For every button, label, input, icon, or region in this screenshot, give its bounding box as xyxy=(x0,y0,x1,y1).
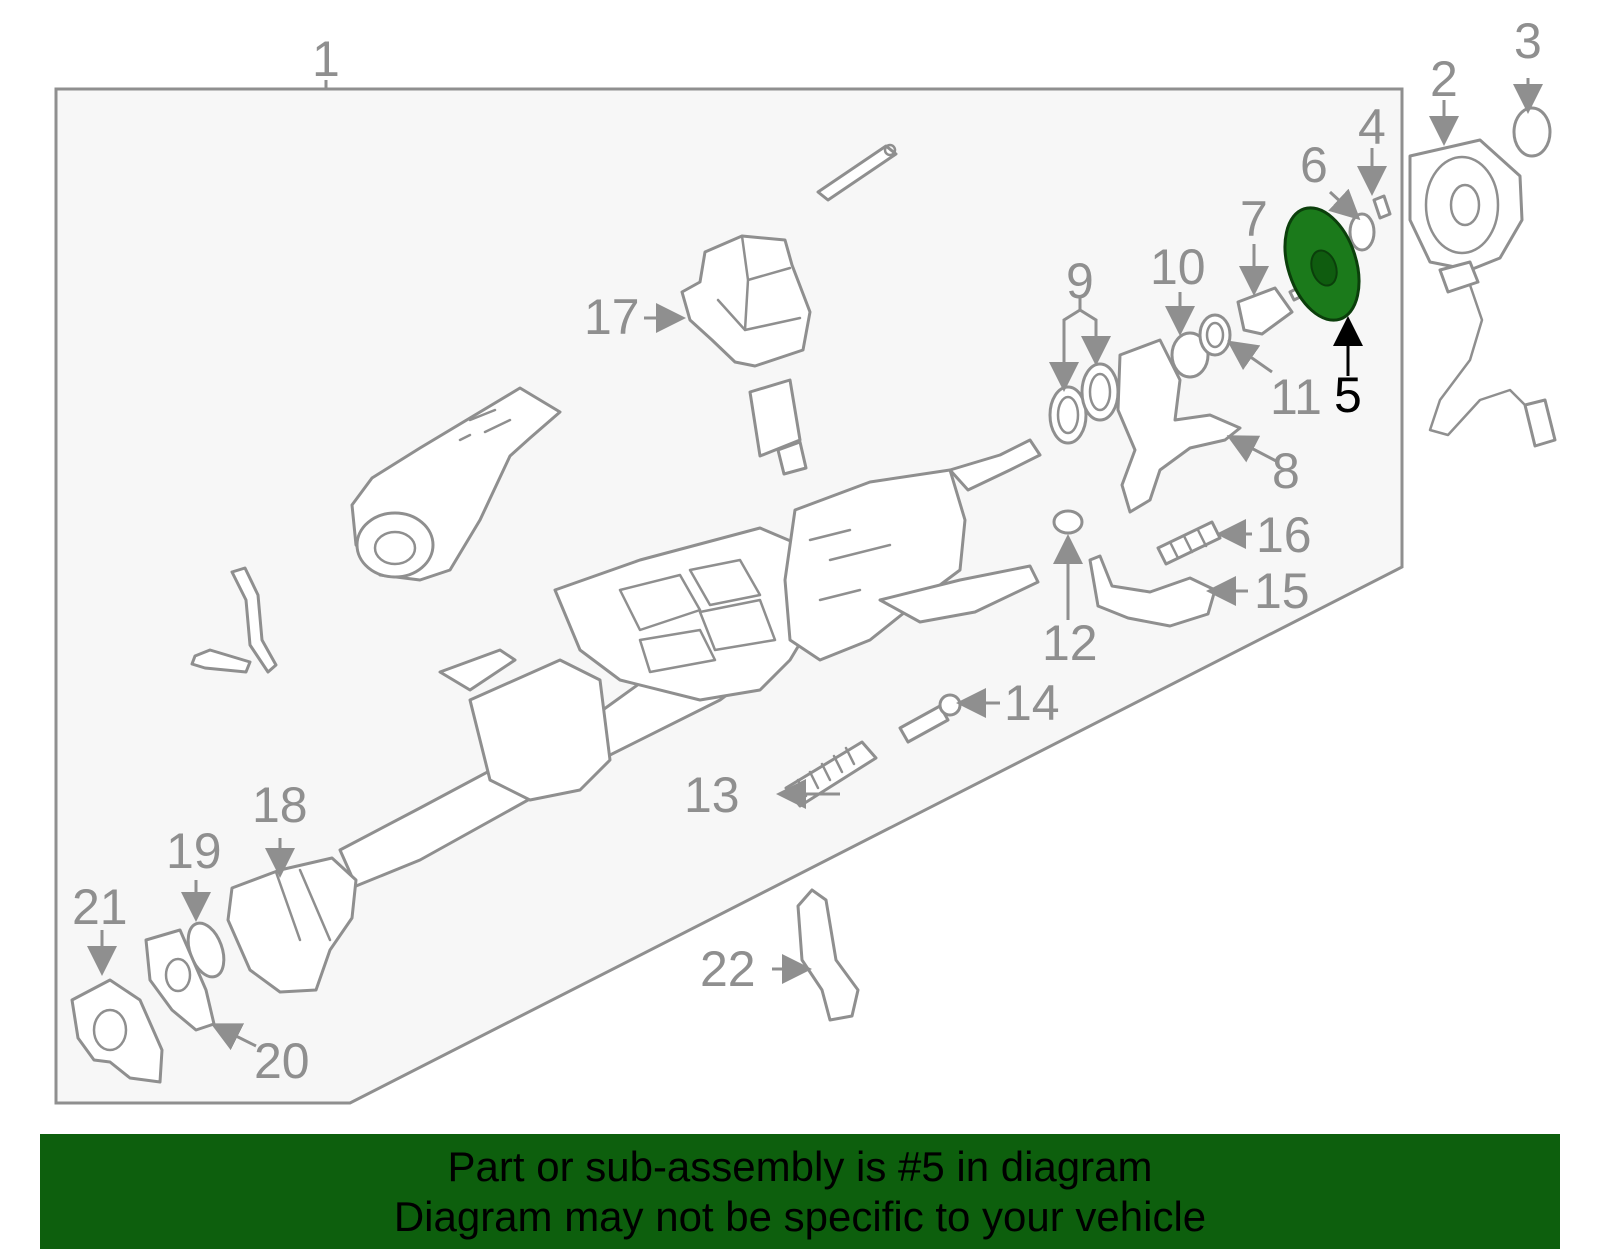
part-17-lock-housing[interactable] xyxy=(680,234,812,368)
part-14-bolt[interactable] xyxy=(898,693,962,744)
callout-6: 6 xyxy=(1300,137,1328,193)
part-2-clockspring[interactable] xyxy=(1408,138,1557,448)
callout-17: 17 xyxy=(584,289,640,345)
part-21-plate[interactable] xyxy=(70,978,164,1084)
callout-12: 12 xyxy=(1042,615,1098,671)
callout-15: 15 xyxy=(1254,563,1310,619)
part-3-ring[interactable] xyxy=(1512,106,1552,158)
part-9-seals[interactable] xyxy=(1048,362,1120,445)
banner-line-1: Part or sub-assembly is #5 in diagram xyxy=(447,1143,1153,1190)
part-1-column-body[interactable] xyxy=(338,438,1042,888)
part-pin-top[interactable] xyxy=(816,143,898,202)
part-22-clip[interactable] xyxy=(796,888,860,1022)
part-5-highlighted[interactable] xyxy=(1272,198,1373,329)
part-6-ring[interactable] xyxy=(1348,212,1376,252)
callout-16: 16 xyxy=(1256,507,1312,563)
callout-8: 8 xyxy=(1272,443,1300,499)
callout-1: 1 xyxy=(312,31,340,87)
callout-10: 10 xyxy=(1150,239,1206,295)
leader-lines xyxy=(87,78,1543,1051)
part-lock-module[interactable] xyxy=(748,378,808,476)
part-20-sensor[interactable] xyxy=(144,928,216,1032)
callout-7: 7 xyxy=(1240,191,1268,247)
callout-5: 5 xyxy=(1334,367,1362,423)
banner-line-2: Diagram may not be specific to your vehi… xyxy=(393,1193,1207,1240)
part-wire-bracket[interactable] xyxy=(190,566,278,674)
callout-4: 4 xyxy=(1358,99,1386,155)
part-18-housing[interactable] xyxy=(226,856,358,994)
callout-18: 18 xyxy=(252,777,308,833)
part-4-clip[interactable] xyxy=(1372,194,1392,220)
callout-14: 14 xyxy=(1004,675,1060,731)
callout-9: 9 xyxy=(1066,253,1094,309)
callout-19: 19 xyxy=(166,823,222,879)
callout-21: 21 xyxy=(72,879,128,935)
callout-2: 2 xyxy=(1430,51,1458,107)
part-12-plug[interactable] xyxy=(1052,509,1084,535)
info-banner: Part or sub-assembly is #5 in diagram Di… xyxy=(40,1134,1560,1249)
callout-3: 3 xyxy=(1514,13,1542,69)
part-upper-shroud[interactable] xyxy=(350,386,562,582)
part-8-bracket[interactable] xyxy=(1116,338,1242,514)
callout-11: 11 xyxy=(1270,369,1322,425)
part-11-ring[interactable] xyxy=(1198,313,1232,357)
callout-labels: 1 2 3 4 5 6 7 8 9 10 11 12 13 14 15 16 1… xyxy=(72,13,1542,1089)
callout-22: 22 xyxy=(700,941,756,997)
callout-13: 13 xyxy=(684,767,740,823)
callout-20: 20 xyxy=(254,1033,310,1089)
